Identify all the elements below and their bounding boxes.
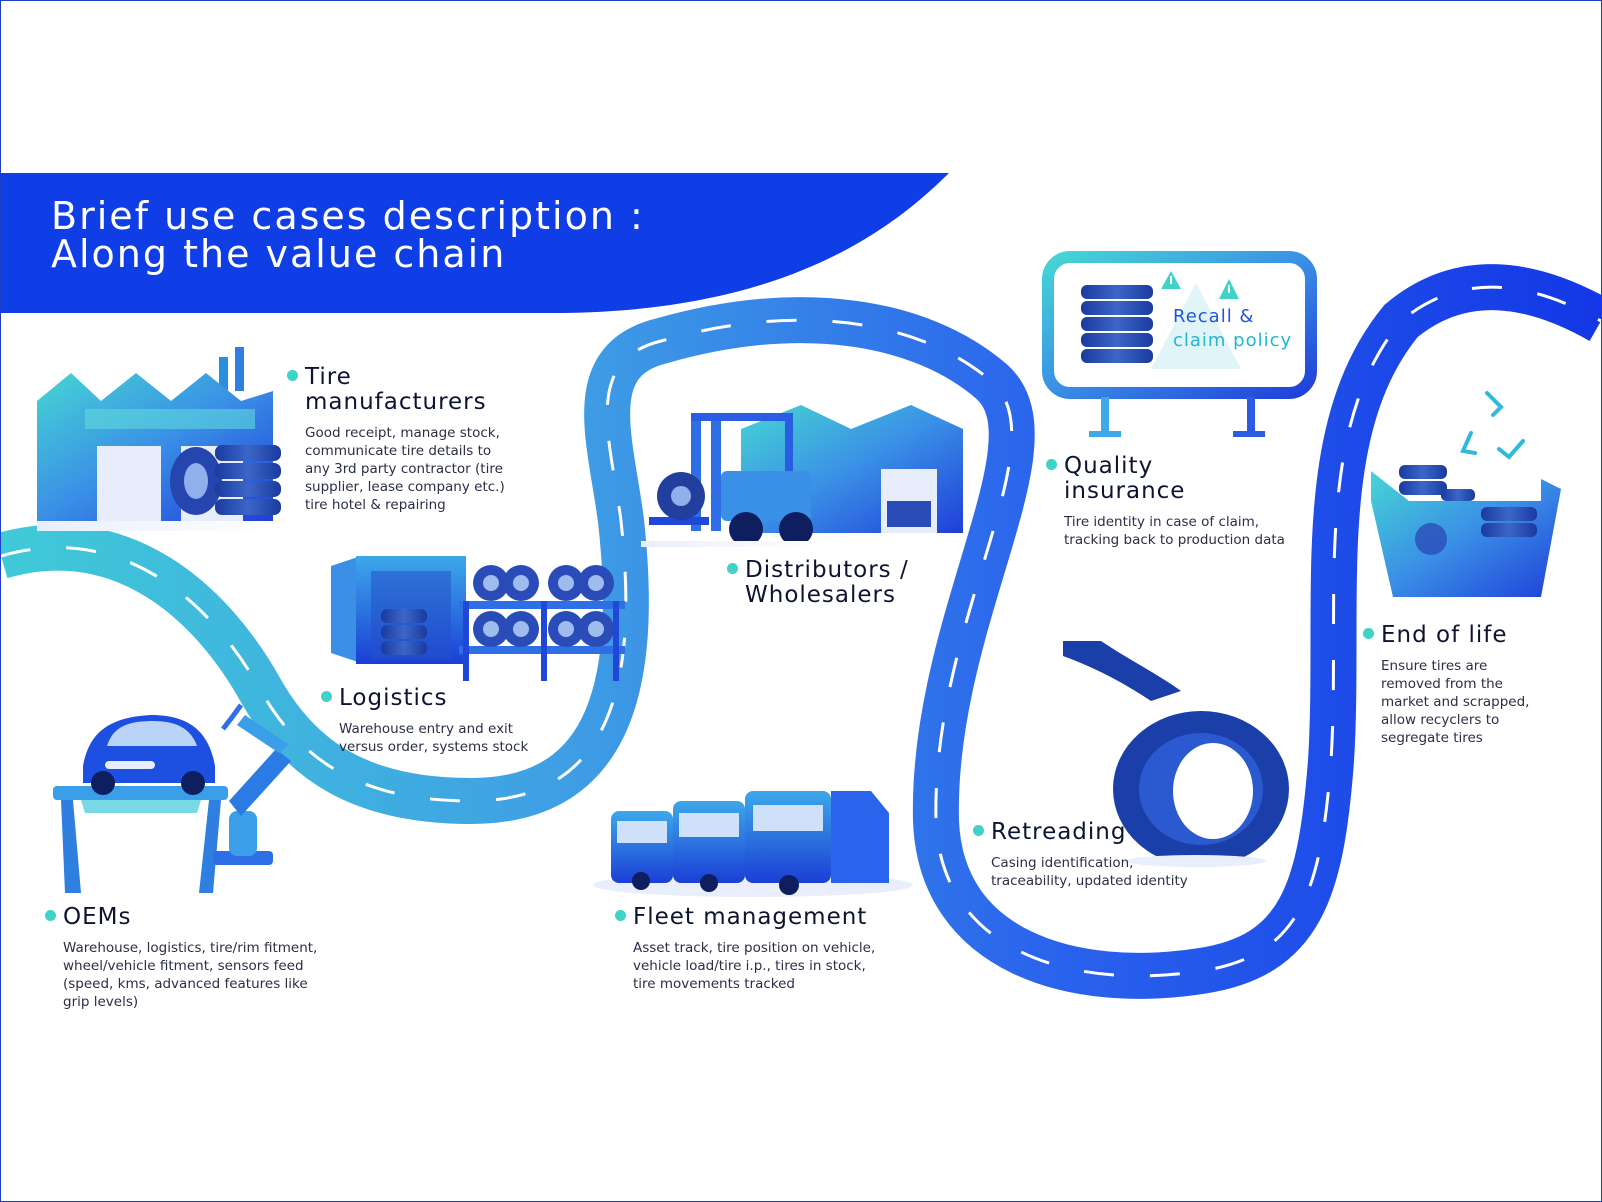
stage-description: Asset track, tire position on vehicle, v… <box>633 940 876 992</box>
stage-title: Quality <box>1064 453 1154 479</box>
bullet-dot <box>1363 628 1374 639</box>
stage-title: End of life <box>1381 622 1508 648</box>
stage-end-of-life: End of life Ensure tires are removed fro… <box>1363 623 1529 747</box>
bullet-dot <box>287 370 298 381</box>
stage-title: OEMs <box>63 904 132 930</box>
bullet-dot <box>973 825 984 836</box>
billboard-line-1: Recall & <box>1173 306 1255 327</box>
stage-title: Logistics <box>339 685 448 711</box>
stage-description: Good receipt, manage stock, communicate … <box>305 425 505 513</box>
stage-title-line-2: manufacturers <box>305 389 487 415</box>
robot-arm-icon <box>213 703 291 865</box>
tire-rack-icon <box>459 565 625 681</box>
tire-stack-icon <box>170 445 281 515</box>
stage-oems: OEMs Warehouse, logistics, tire/rim fitm… <box>45 905 317 1011</box>
bullet-dot <box>727 563 738 574</box>
scrap-bin-icon <box>1371 465 1561 597</box>
warning-icon <box>1161 271 1239 299</box>
page-title: Brief use cases description : Along the … <box>51 197 645 273</box>
bullet-dot <box>615 910 626 921</box>
stage-distributors: Distributors /Wholesalers <box>727 558 909 608</box>
road <box>1 264 1601 999</box>
bullet-dot <box>45 910 56 921</box>
stage-title: Distributors / <box>745 557 909 583</box>
title-line-1: Brief use cases description : <box>51 194 645 238</box>
stage-title: Tire <box>305 364 352 390</box>
bullet-dot <box>321 691 332 702</box>
stage-description: Casing identification, traceability, upd… <box>991 855 1188 889</box>
stage-description: Tire identity in case of claim, tracking… <box>1064 514 1285 548</box>
billboard-line-2: claim policy <box>1173 330 1293 351</box>
stage-title: Retreading <box>991 819 1127 845</box>
stage-title: Fleet management <box>633 904 868 930</box>
trucks-fleet-icon <box>593 791 913 897</box>
header-banner <box>1 173 949 313</box>
bullet-dot <box>1046 459 1057 470</box>
stage-description: Warehouse, logistics, tire/rim fitment, … <box>63 940 318 1010</box>
stage-fleet-management: Fleet management Asset track, tire posit… <box>615 905 875 993</box>
stage-description: Ensure tires are removed from the market… <box>1381 658 1530 746</box>
billboard-icon <box>1042 251 1317 437</box>
stage-title-line-2: Wholesalers <box>745 582 896 608</box>
stage-logistics: Logistics Warehouse entry and exit versu… <box>321 686 528 756</box>
stage-description: Warehouse entry and exit versus order, s… <box>339 721 529 755</box>
stage-retreading: Retreading Casing identification, tracea… <box>973 820 1188 890</box>
stage-title-line-2: insurance <box>1064 478 1186 504</box>
retread-tire-icon <box>1063 641 1289 867</box>
recycle-icon <box>1460 391 1525 460</box>
billboard-text: Recall & claim policy <box>1173 305 1292 353</box>
title-line-2: Along the value chain <box>51 232 507 276</box>
car-on-lift-icon <box>53 715 228 893</box>
forklift-icon <box>641 413 821 547</box>
truck-container-icon <box>331 556 466 664</box>
